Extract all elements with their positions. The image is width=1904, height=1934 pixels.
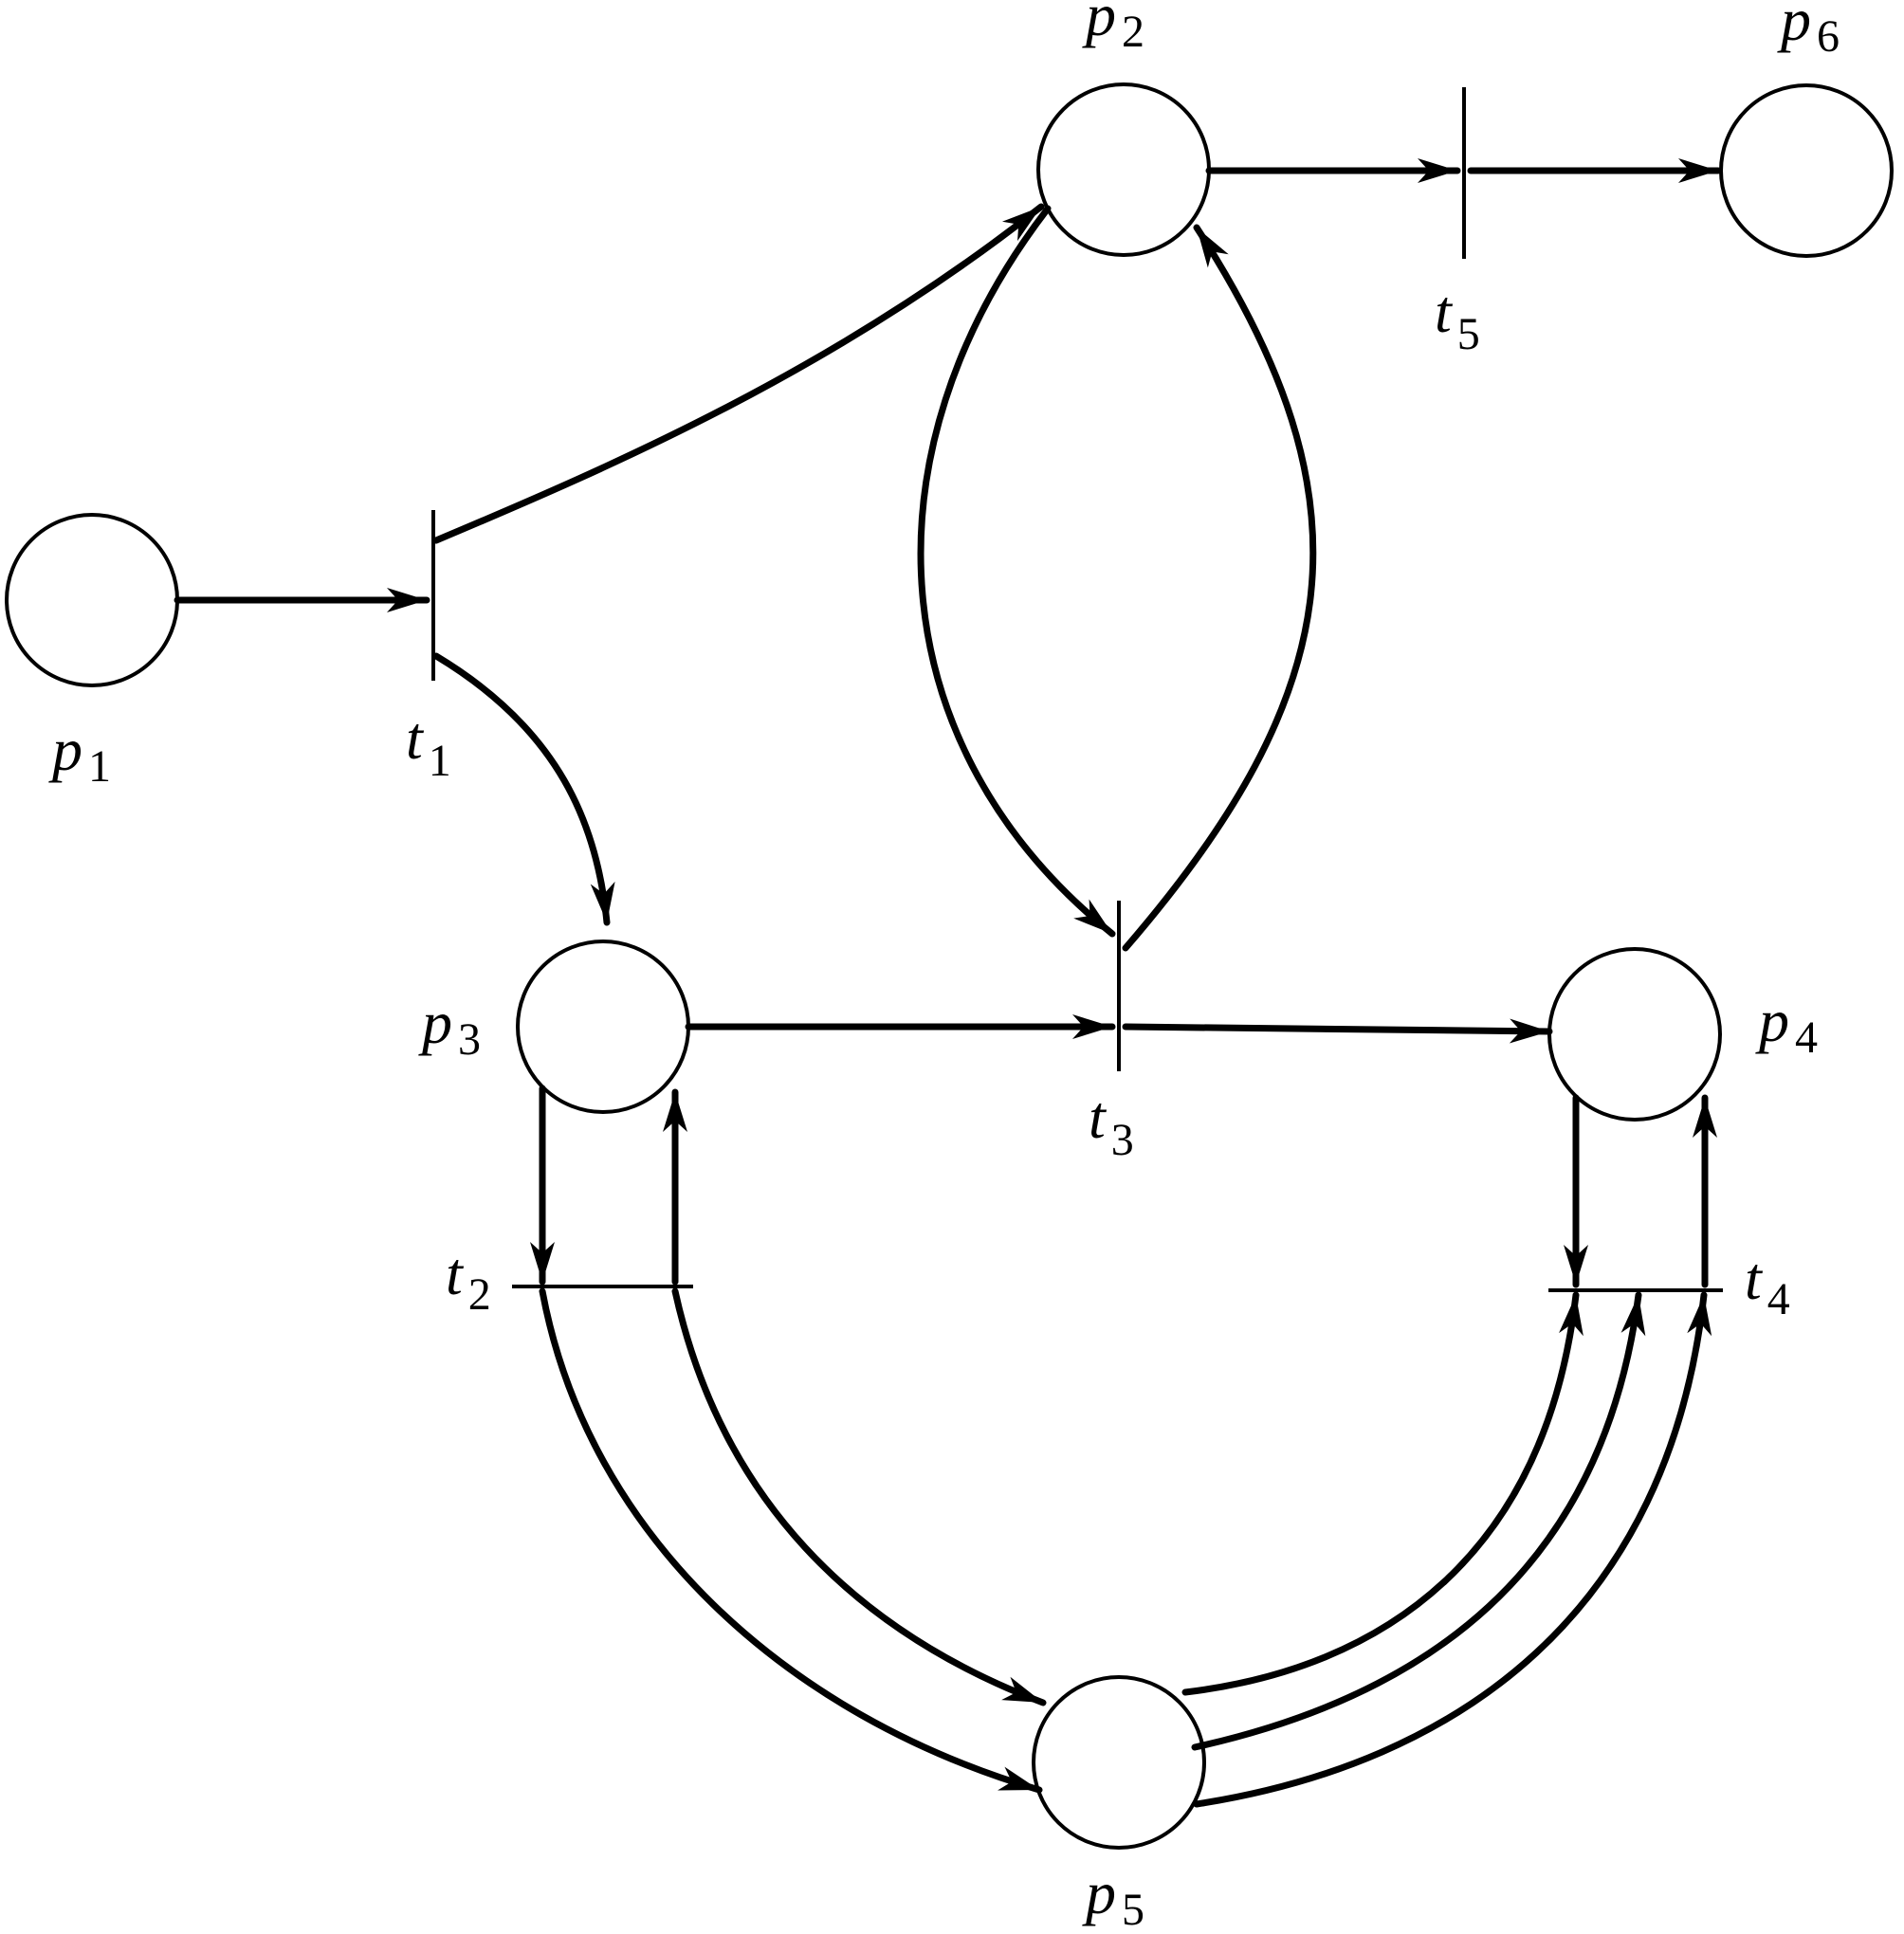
arrowhead-t2-p3 [663,1092,687,1132]
arc-t3-p2 [1122,224,1317,952]
place-p6 [1719,83,1894,258]
arc-t2-p5-inner [671,1287,1047,1706]
place-p1 [5,513,179,687]
arrowhead-t3-p4 [1509,1018,1549,1044]
arrowhead-p5-t4-a [1559,1295,1584,1337]
arrowhead-t3-p2 [1197,228,1229,268]
arrowhead-t1-p3 [590,881,615,922]
arcs-group [174,167,1722,1808]
arc-p5-t4-a [1181,1291,1580,1696]
arc-p5-t4-c [1193,1291,1708,1808]
arrowheads-group [387,158,1718,1791]
place-p2 [1036,82,1211,257]
arrowhead-t2-p5-outer [998,1766,1039,1791]
arc-p2-t3 [917,205,1116,938]
place-p5 [1032,1675,1206,1850]
arrowhead-t4-p4 [1693,1098,1717,1138]
arrowhead-t2-p5-inner [1001,1676,1043,1703]
arc-t1-p3 [432,652,611,926]
arrowhead-p2-t3 [1073,899,1112,934]
place-p4 [1547,947,1722,1122]
arrowhead-p5-t4-c [1687,1295,1712,1337]
arrowhead-p3-t3 [1072,1014,1112,1039]
arc-t3-p4 [1122,1023,1553,1035]
arrowhead-p2-t5 [1418,158,1457,183]
arc-p5-t4-b [1191,1291,1642,1751]
arrowhead-p5-t4-b [1620,1295,1646,1337]
arrowhead-t1-p2 [1001,207,1041,242]
arc-t1-p2 [432,203,1045,544]
arrowhead-t5-p6 [1678,158,1718,183]
arc-t2-p5-outer [539,1287,1043,1794]
arrowhead-p4-t4 [1564,1245,1588,1285]
arrowhead-p1-t1 [387,588,427,612]
arrowhead-p3-t2 [530,1242,555,1282]
